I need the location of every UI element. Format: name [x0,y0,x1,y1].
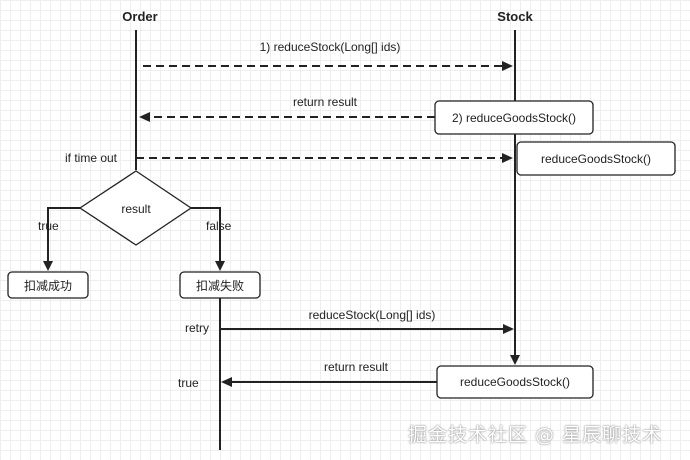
retry-label: retry [185,321,209,335]
message-5-arrowhead [221,377,232,387]
reduce-goods-stock-box-1-label: 2) reduceGoodsStock() [452,111,576,125]
message-1-arrowhead [502,61,513,71]
reduce-goods-stock-box-1 [434,100,594,135]
message-4-label: reduceStock(Long[] ids) [309,308,436,322]
message-5-label: return result [324,360,389,374]
false-branch-label: false [206,219,232,233]
decision-label: result [121,202,151,216]
deduct-fail-label: 扣减失败 [196,278,244,293]
message-4-arrowhead [503,324,514,334]
reduce-goods-stock-box-2 [516,141,676,176]
participant-order: Order [122,9,157,24]
message-3-arrowhead [502,153,513,163]
true-bottom-label: true [178,376,199,390]
message-2-label: return result [293,95,358,109]
participant-stock: Stock [497,9,533,24]
stock-lifeline-arrowhead [510,355,520,365]
false-branch-arrowhead [215,261,225,271]
timeout-label: if time out [65,151,118,165]
true-branch-label: true [38,219,59,233]
false-branch-line [191,207,221,262]
reduce-goods-stock-box-2-label: reduceGoodsStock() [541,152,651,166]
message-1-label: 1) reduceStock(Long[] ids) [260,40,401,54]
reduce-goods-stock-box-3 [436,365,594,399]
true-branch-arrowhead [43,261,53,271]
watermark: 掘金技术社区 @ 星辰聊技术 [408,424,663,446]
true-branch-line [47,207,80,262]
reduce-goods-stock-box-3-label: reduceGoodsStock() [460,375,570,389]
deduct-success-box [7,271,89,299]
result-decision-diamond [78,170,193,246]
deduct-success-label: 扣减成功 [24,279,72,293]
message-2-arrowhead [139,112,150,122]
